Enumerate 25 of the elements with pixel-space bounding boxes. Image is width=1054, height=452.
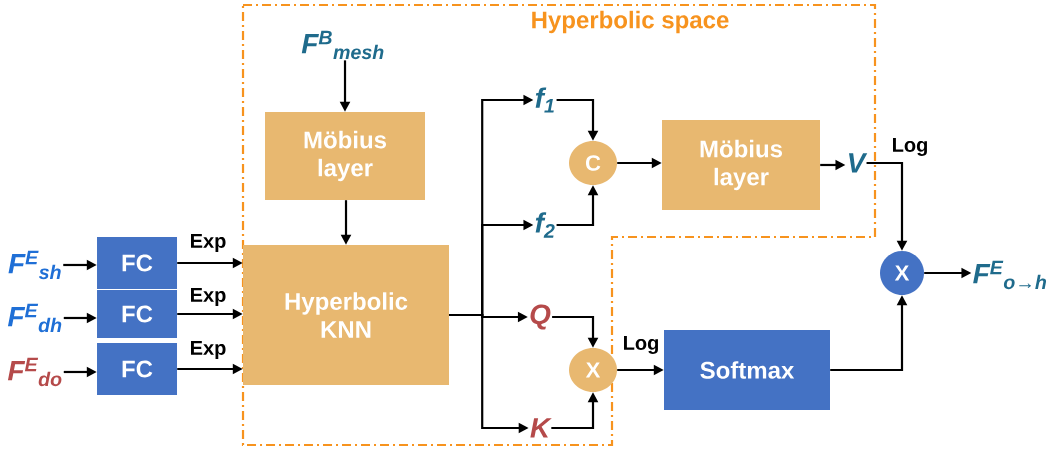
variable-label: F$^{B}$mesh [301,30,384,60]
edge-label: Exp [188,287,228,307]
variable-label: F$^{E}$do [7,357,62,387]
process-box: FC [97,237,177,289]
node-label: FC [122,254,153,272]
process-box: FC [97,343,177,395]
edge-label: Exp [188,340,228,360]
variable-label: F$^{E}$o→h [973,260,1047,290]
edge-label: Log [621,335,661,355]
process-box: Möbius layer [662,120,820,210]
edge-label: Exp [188,233,228,253]
variable-label: F$^{E}$dh [7,303,62,333]
process-box: Hyperbolic KNN [243,245,449,385]
edge-label: Log [890,137,930,157]
variable-label: F$^{E}$sh [8,250,61,280]
node-label: FC [122,305,153,323]
variable-label: Q [530,304,551,330]
variable-label: V [849,153,868,173]
process-box: FC [97,290,177,338]
process-box: Softmax [664,330,830,410]
variable-label: f$_{2}$ [535,212,555,238]
process-box: Möbius layer [265,112,425,200]
variable-label: f$_{1}$ [535,87,554,113]
variable-label: K [530,418,552,438]
region-title: Hyperbolic space [532,10,729,34]
